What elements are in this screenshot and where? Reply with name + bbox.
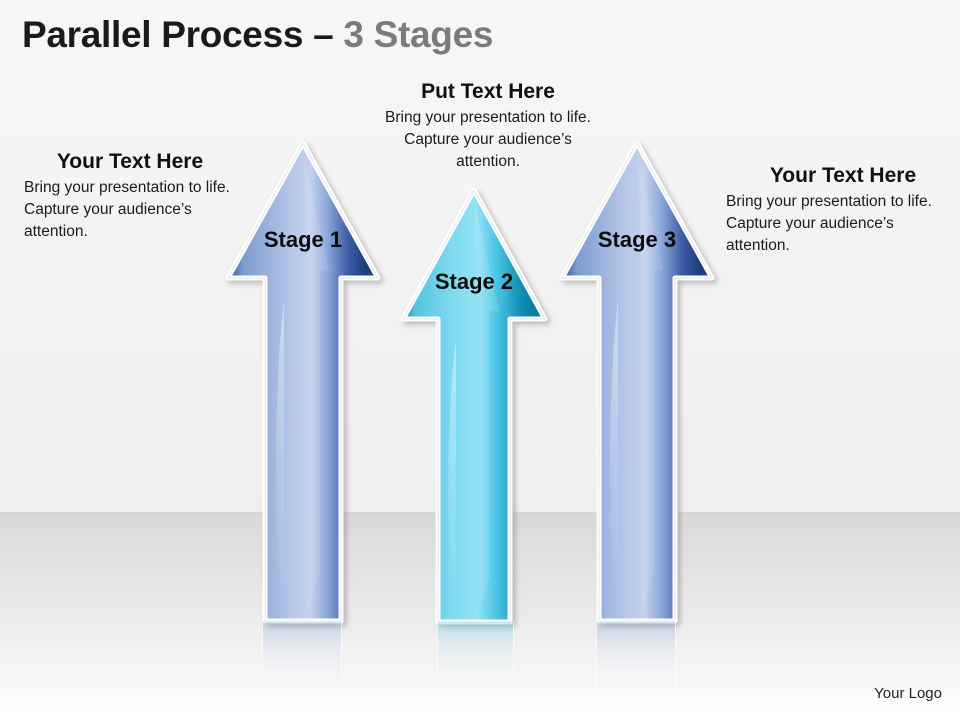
caption-middle-body: Bring your presentation to life. Capture… [385, 109, 591, 171]
arrow-3-outline [561, 142, 713, 622]
caption-middle: Put Text Here Bring your presentation to… [372, 80, 604, 173]
arrow-3-centerlight [637, 152, 663, 610]
arrow-stage-2[interactable]: Stage 2 [399, 187, 549, 627]
arrow-3-shape [559, 140, 715, 624]
caption-right-body: Bring your presentation to life. Capture… [726, 193, 932, 255]
page-title-sub: 3 Stages [343, 14, 494, 55]
arrow-2-outline [402, 189, 546, 623]
arrow-stage-1[interactable]: Stage 1 [224, 140, 382, 626]
arrow-1-outline [227, 142, 379, 622]
arrow-1-sheen [275, 300, 284, 610]
arrow-stage-3[interactable]: Stage 3 [558, 140, 716, 626]
arrow-2-centerlight [474, 199, 499, 612]
caption-right: Your Text Here Bring your presentation t… [726, 164, 952, 257]
caption-left-body: Bring your presentation to life. Capture… [24, 179, 230, 241]
arrow-1-centerlight [303, 152, 329, 610]
caption-left: Your Text Here Bring your presentation t… [24, 150, 250, 243]
caption-left-heading: Your Text Here [56, 150, 204, 173]
arrow-3-sheen [609, 300, 618, 610]
logo-placeholder: Your Logo [874, 685, 942, 702]
arrow-2-shape [400, 187, 548, 625]
caption-right-heading: Your Text Here [769, 164, 917, 187]
page-title-main: Parallel Process – [22, 14, 344, 55]
caption-middle-heading: Put Text Here [421, 80, 555, 103]
arrow-1-label: Stage 1 [264, 227, 342, 252]
arrow-3-label: Stage 3 [598, 227, 676, 252]
arrow-2-sheen [448, 339, 456, 612]
arrow-2-label: Stage 2 [435, 269, 513, 294]
page-title: Parallel Process – 3 Stages [22, 14, 493, 56]
